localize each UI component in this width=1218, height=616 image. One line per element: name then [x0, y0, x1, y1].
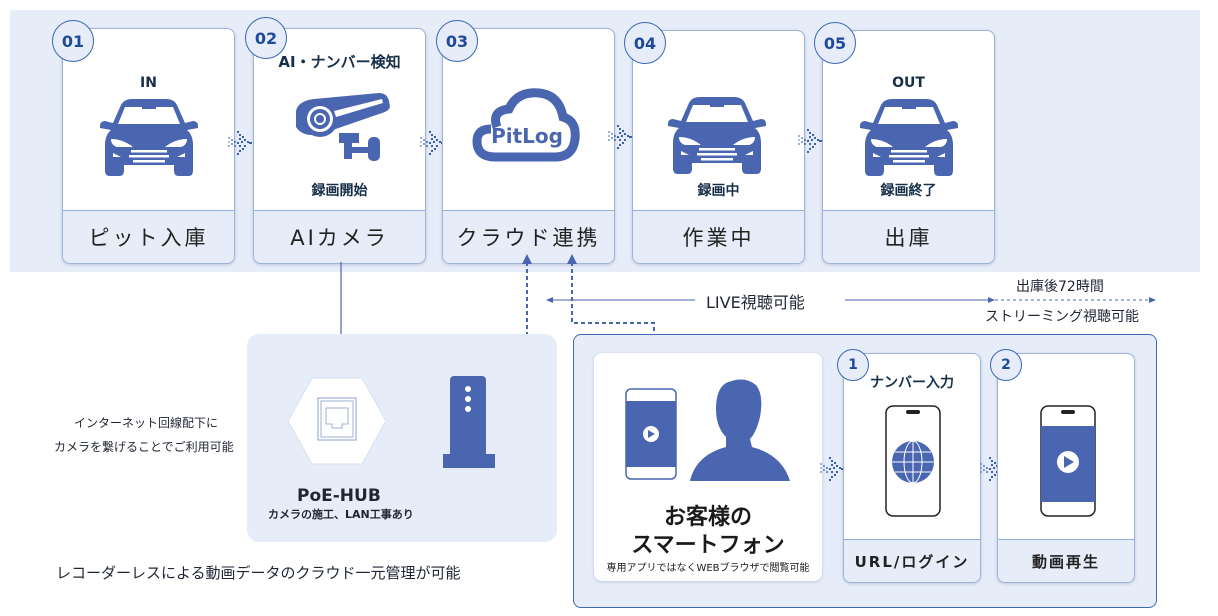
- footer-note: レコーダーレスによる動画データのクラウド一元管理が可能: [56, 564, 461, 582]
- streaming-label: ストリーミング視聴可能: [985, 309, 1139, 325]
- step-badge: 05: [814, 22, 856, 64]
- cloud-icon: PitLog: [472, 88, 580, 162]
- cloud-brand-text: PitLog: [491, 124, 563, 148]
- smartphone-play-icon: [1040, 405, 1096, 517]
- security-camera-icon: [296, 93, 390, 161]
- phone-step-footer: 動画再生: [998, 539, 1134, 582]
- step-footer: 作業中: [633, 210, 804, 263]
- router-icon: [443, 376, 495, 468]
- phone-step-card-2: 動画再生: [997, 353, 1135, 583]
- hub-subtitle: カメラの施工、LAN工事あり: [268, 508, 414, 521]
- step-badge: 03: [436, 20, 478, 62]
- step-footer: AIカメラ: [254, 210, 425, 263]
- smartphone-globe-icon: [885, 405, 941, 517]
- smartphone-video-icon: [625, 388, 677, 480]
- phone-step-top-label: ナンバー入力: [870, 375, 954, 391]
- customer-title-line2: スマートフォン: [631, 533, 785, 558]
- step-footer: 出庫: [823, 210, 994, 263]
- step-bottom-caption: 録画開始: [311, 183, 368, 199]
- step-footer: ピット入庫: [63, 210, 234, 263]
- hub-note-line1: インターネット回線配下に: [74, 416, 219, 430]
- hub-title: PoE-HUB: [297, 486, 381, 506]
- step-badge: 02: [245, 17, 287, 59]
- step-card-05: OUT 録画終了 出庫: [822, 30, 995, 264]
- step-footer: クラウド連携: [443, 210, 614, 263]
- customer-card: お客様の スマートフォン 専用アプリではなくWEBブラウザで閲覧可能: [594, 353, 822, 581]
- phone-step-card-1: ナンバー入力 URL/ログイン: [843, 353, 981, 583]
- step-top-label: AI・ナンバー検知: [278, 53, 401, 71]
- step-card-01: IN ピット入庫: [62, 28, 235, 264]
- step-top-label: OUT: [892, 75, 925, 91]
- step-badge: 04: [624, 22, 666, 64]
- step-card-03: PitLog クラウド連携: [442, 28, 615, 264]
- step-bottom-caption: 録画中: [697, 183, 740, 199]
- phone-step-badge: 1: [837, 349, 869, 381]
- phone-step-badge: 2: [990, 349, 1022, 381]
- customer-title-line1: お客様の: [663, 505, 752, 530]
- step-bottom-caption: 録画終了: [880, 183, 937, 199]
- phone-step-footer: URL/ログイン: [844, 539, 980, 582]
- poe-hub-icon: [287, 377, 387, 465]
- step-top-label: IN: [140, 75, 157, 91]
- customer-subtitle: 専用アプリではなくWEBブラウザで閲覧可能: [606, 563, 810, 574]
- step-card-02: AI・ナンバー検知 録画開始 AIカメラ: [253, 28, 426, 264]
- step-card-04: 録画中 作業中: [632, 30, 805, 264]
- after-exit-label: 出庫後72時間: [1016, 279, 1104, 295]
- live-viewing-label: LIVE視聴可能: [702, 289, 809, 313]
- step-badge: 01: [52, 20, 94, 62]
- hub-note-line2: カメラを繋げることでご利用可能: [54, 440, 234, 454]
- person-silhouette-icon: [690, 379, 790, 481]
